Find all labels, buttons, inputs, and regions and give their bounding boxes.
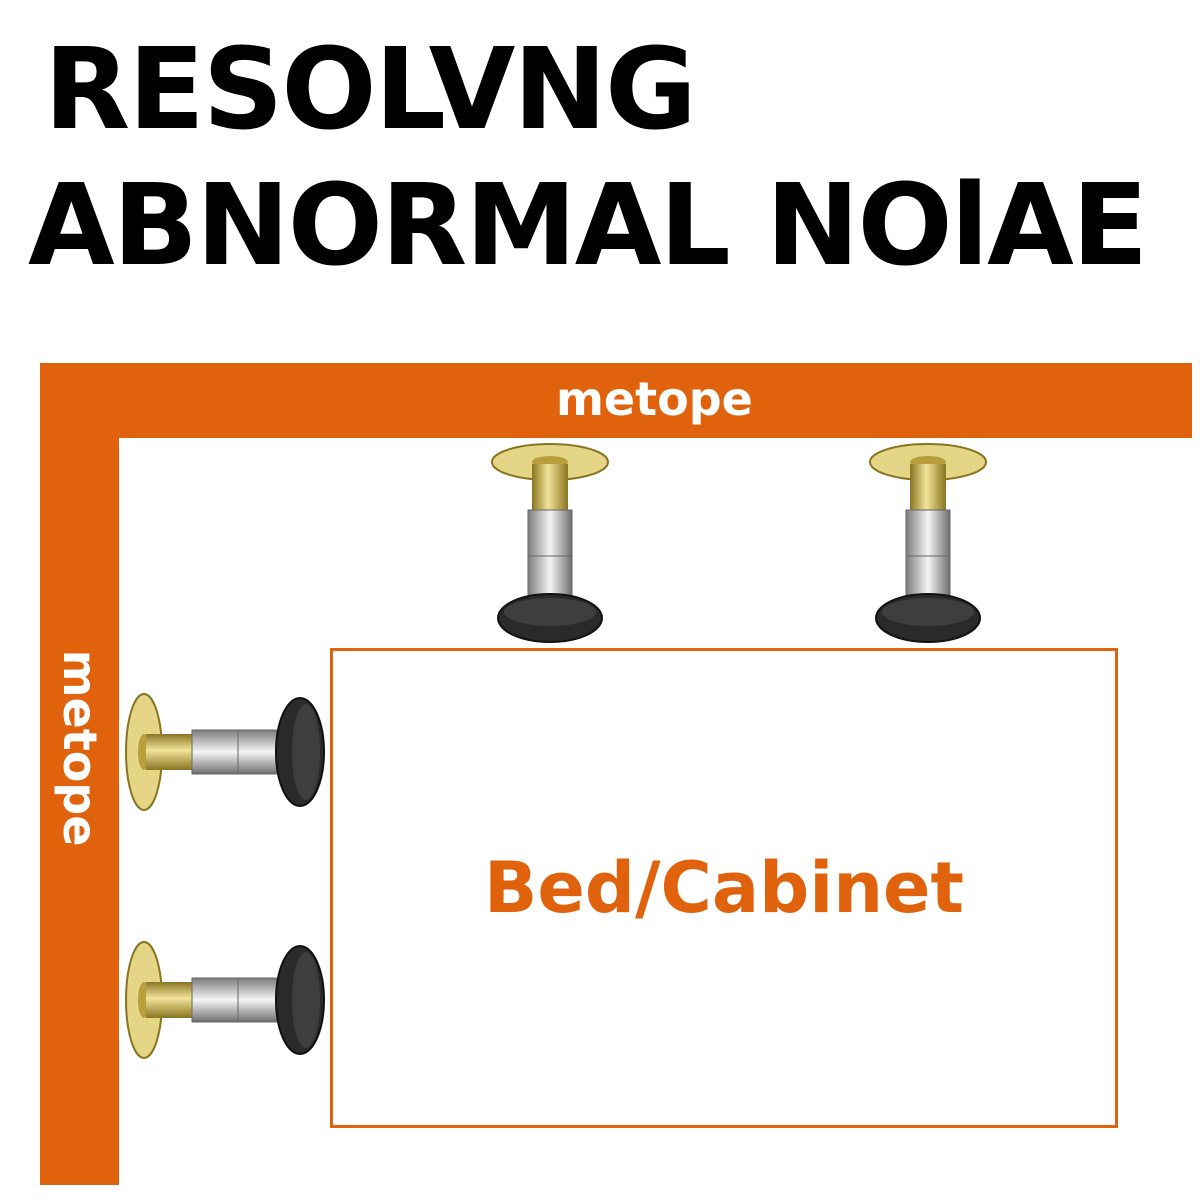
top-wall-label: metope	[556, 372, 753, 426]
headline-line-2: ABNORMAL NOlAE	[28, 161, 1148, 291]
left-wall-label: metope	[53, 649, 107, 847]
stopper-icon-top-1	[491, 443, 609, 643]
stopper-icon-left-2	[125, 941, 325, 1059]
stopper-icon-left-1	[125, 693, 325, 811]
headline-line-1: RESOLVNG	[44, 25, 697, 155]
furniture-box: Bed/Cabinet	[330, 648, 1118, 1128]
stopper-icon-top-2	[869, 443, 987, 643]
left-wall	[40, 363, 119, 1185]
furniture-label: Bed/Cabinet	[484, 847, 964, 929]
top-wall	[40, 363, 1192, 438]
